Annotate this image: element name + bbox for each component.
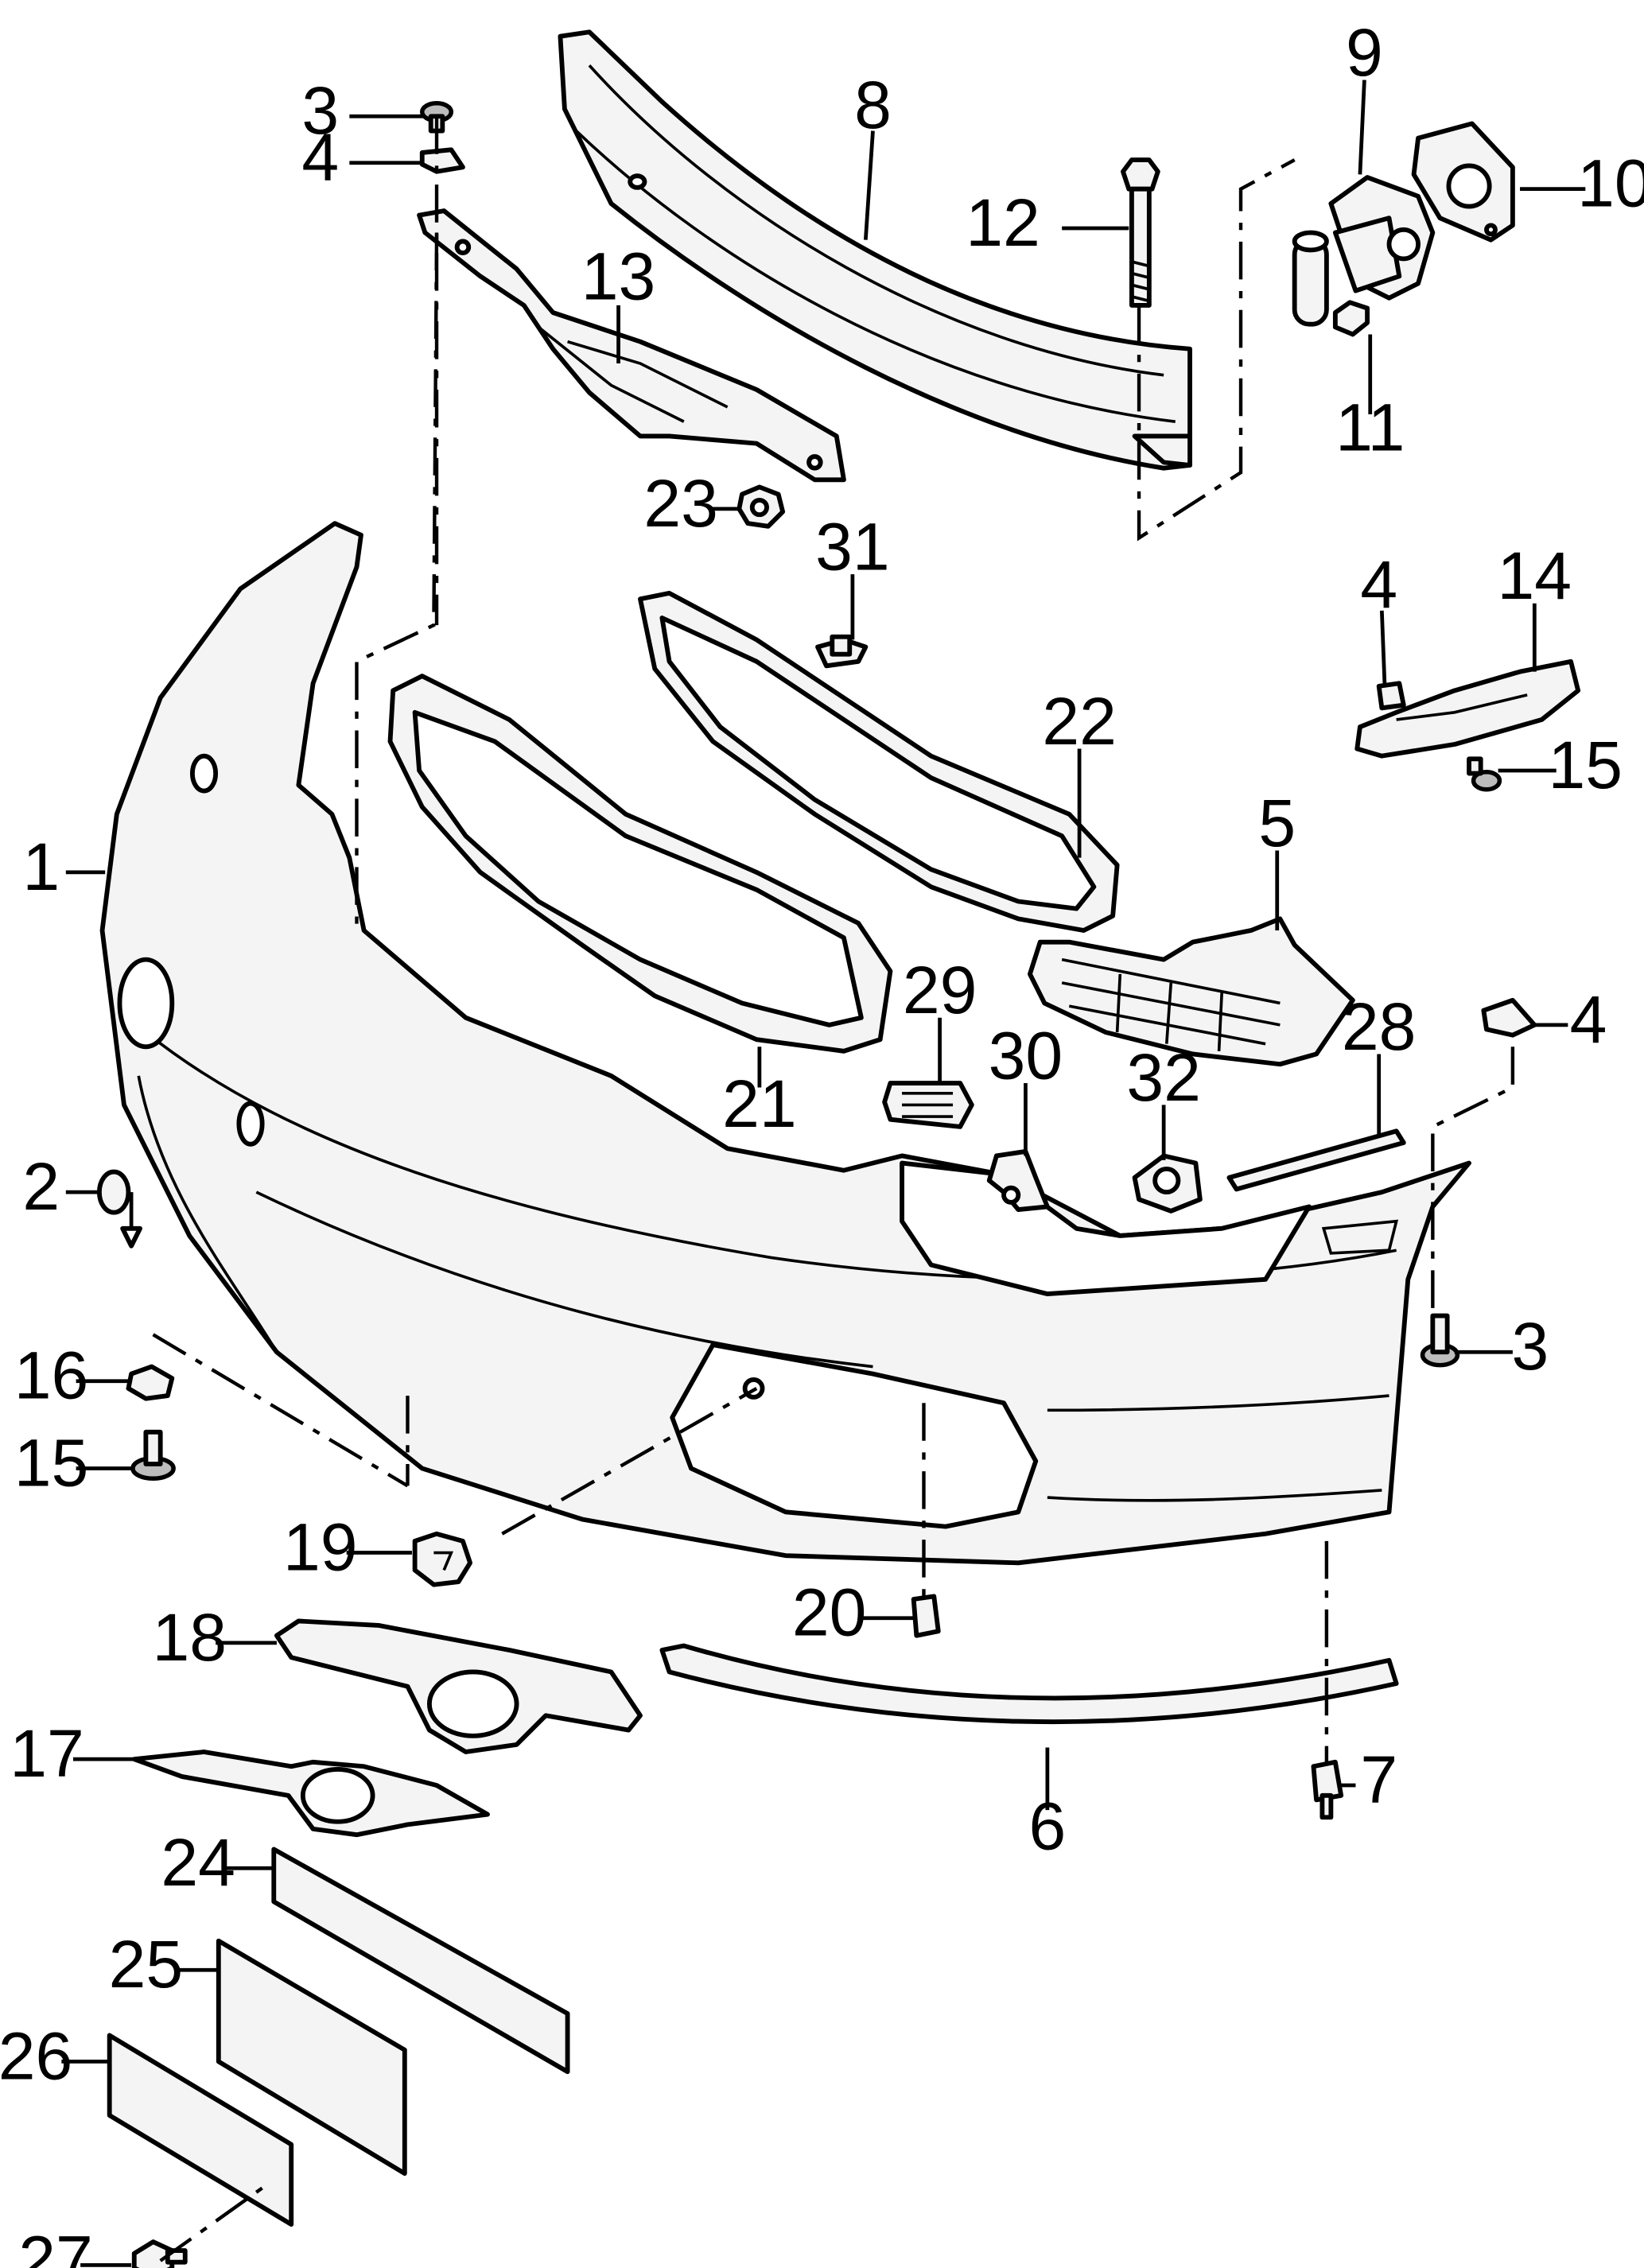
part-4-clip-top: [419, 147, 465, 174]
part-31-push-pin: [815, 634, 869, 669]
callout-4-right: 4: [1570, 982, 1607, 1057]
callout-14: 14: [1498, 538, 1572, 613]
part-26-plate: [107, 2033, 294, 2227]
part-22-inner-frame: [638, 590, 1120, 933]
part-14-right-bracket: [1354, 658, 1581, 759]
part-28-trim-strip: [1226, 1128, 1406, 1192]
callout-8: 8: [854, 68, 892, 142]
callout-1: 1: [22, 829, 60, 904]
part-6-lower-spoiler: [659, 1643, 1399, 1725]
part-19-grommet: [412, 1531, 472, 1587]
part-5-grille-insert: [1028, 916, 1355, 1067]
part-11-screw: [1332, 300, 1370, 337]
callout-15-left: 15: [14, 1425, 89, 1500]
callout-15-right: 15: [1549, 728, 1623, 802]
callout-5: 5: [1258, 786, 1296, 860]
callout-24: 24: [161, 1825, 235, 1900]
callout-10: 10: [1577, 146, 1644, 221]
part-16-clip: [126, 1364, 175, 1401]
callout-3-top: 3: [301, 73, 339, 148]
callout-19: 19: [283, 1509, 358, 1584]
part-4-clip-right: [1376, 681, 1406, 711]
callout-4-top: 4: [301, 120, 339, 195]
part-8-impact-beam: [558, 29, 1192, 471]
part-17-lower-grille: [131, 1750, 490, 1838]
callout-7: 7: [1360, 1742, 1397, 1817]
part-20-clip: [911, 1594, 941, 1638]
part-4-clip-far-right: [1481, 997, 1537, 1038]
callout-9: 9: [1346, 15, 1383, 90]
callout-labels: 1 2 3 3 4 4 4 5 6 7 8 9 10 11 12 13 14 1…: [0, 15, 1644, 2268]
callout-28: 28: [1342, 989, 1417, 1064]
callout-13: 13: [581, 239, 656, 314]
part-15-screw-left: [130, 1429, 176, 1482]
callout-16: 16: [14, 1338, 89, 1413]
part-25-plate: [216, 1938, 407, 2177]
callout-26: 26: [0, 2018, 72, 2093]
part-15-screw-right: [1467, 756, 1502, 792]
part-29-insert: [882, 1081, 974, 1129]
callout-leaders: [61, 80, 1586, 2267]
part-12-bolt: [1121, 157, 1160, 308]
part-9-mount-bracket: [1292, 175, 1436, 327]
part-7-push-clip: [1311, 1759, 1344, 1820]
part-13-side-bracket: [417, 208, 846, 483]
callout-21: 21: [722, 1066, 797, 1141]
callout-18: 18: [152, 1600, 227, 1675]
callout-12: 12: [966, 185, 1040, 260]
callout-17: 17: [10, 1716, 84, 1791]
callout-31: 31: [815, 510, 890, 584]
callout-25: 25: [109, 1927, 184, 2002]
callout-4-mid: 4: [1360, 547, 1397, 622]
part-23-nut: [736, 484, 786, 529]
callout-29: 29: [903, 953, 977, 1027]
part-24-plate: [271, 1847, 570, 2075]
callout-20: 20: [792, 1575, 867, 1650]
assembly-lines: [152, 116, 1515, 2262]
callout-27: 27: [18, 2222, 93, 2268]
callout-6: 6: [1028, 1788, 1066, 1863]
part-10-gasket: [1411, 121, 1515, 243]
part-3-screw-right: [1420, 1313, 1460, 1368]
callout-2: 2: [22, 1149, 60, 1224]
part-32-grommet: [1132, 1153, 1203, 1214]
callout-32: 32: [1126, 1040, 1201, 1115]
callout-23: 23: [643, 466, 718, 541]
callout-30: 30: [989, 1019, 1063, 1093]
part-21-grille-frame: [387, 674, 893, 1054]
callout-11: 11: [1335, 390, 1405, 465]
callout-3-right: 3: [1511, 1309, 1549, 1384]
part-18-upper-grille: [274, 1618, 643, 1754]
part-27-screw: [131, 2239, 188, 2268]
part-2-cap: [96, 1169, 142, 1249]
callout-22: 22: [1042, 684, 1117, 759]
